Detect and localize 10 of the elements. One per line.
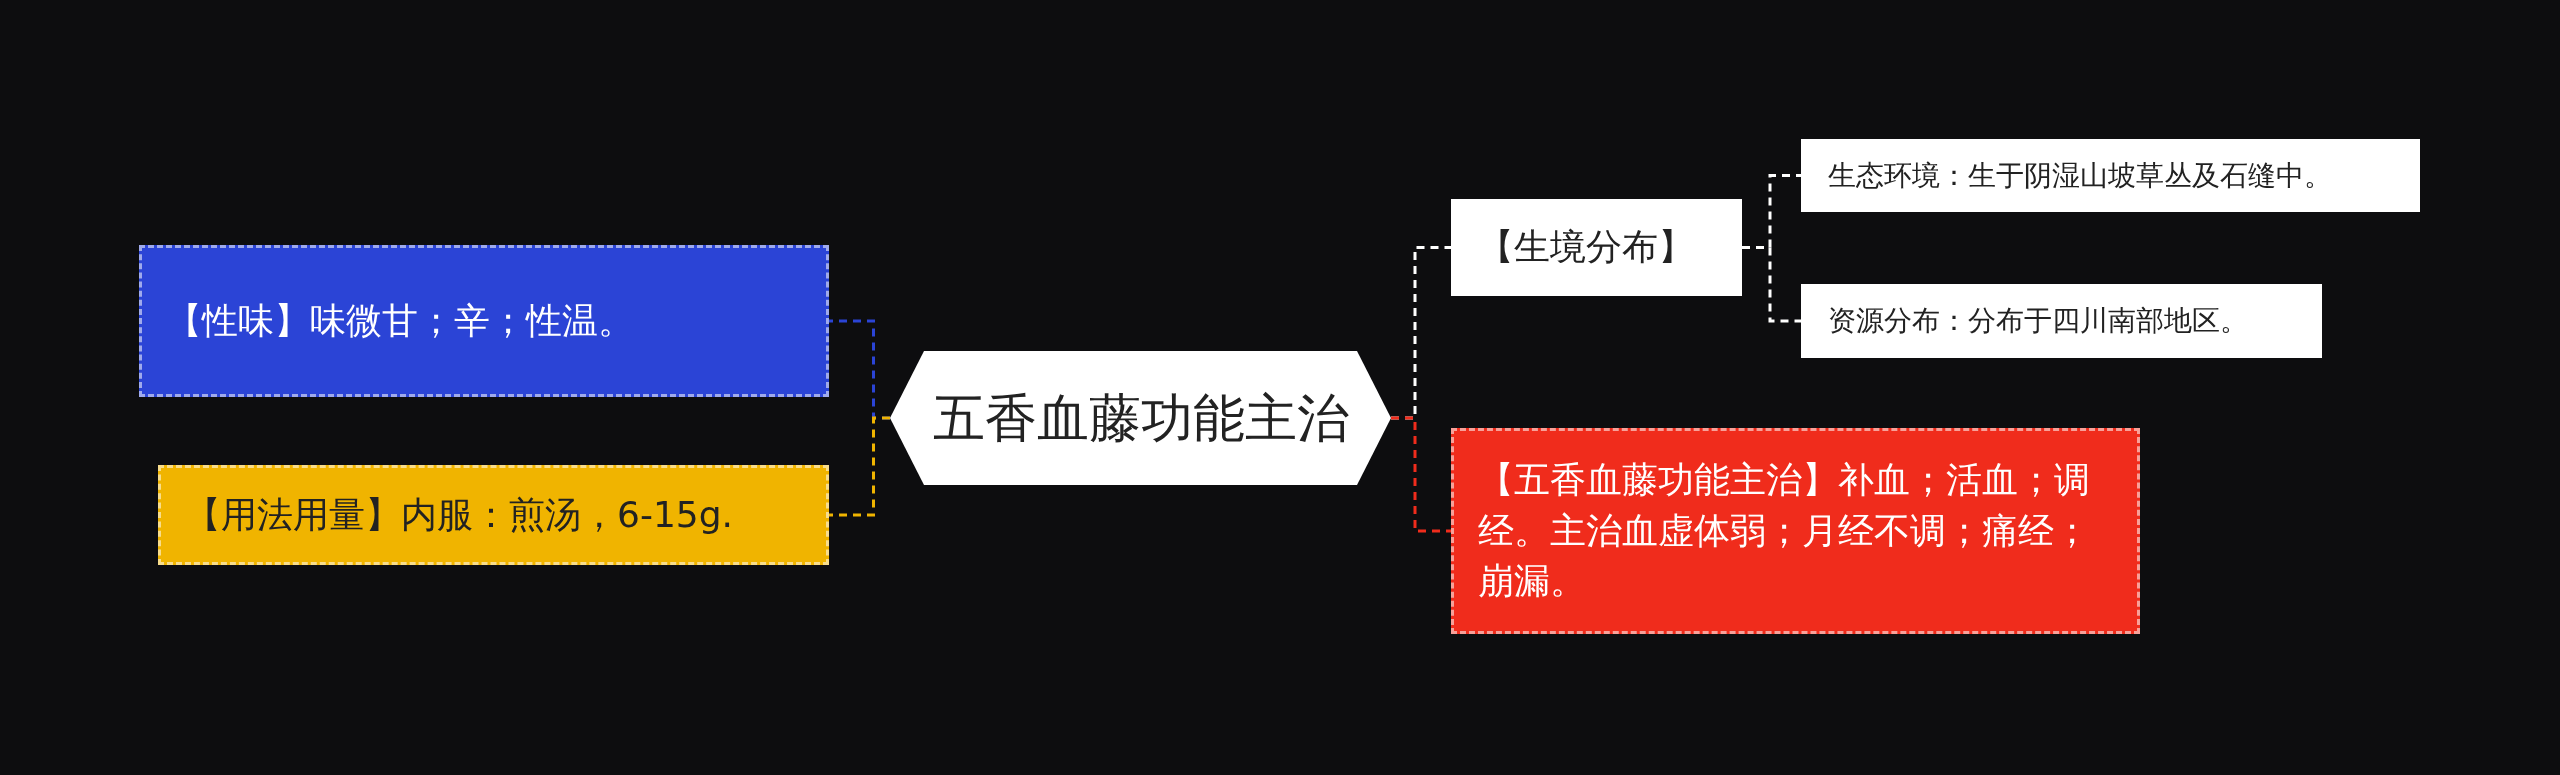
subtopic-box: 资源分布：分布于四川南部地区。: [1801, 284, 2322, 358]
connector-line: [1391, 416, 1451, 533]
topic-hexagon: 五香血藤功能主治: [890, 351, 1391, 485]
subtopic-box: 生态环境：生于阴湿山坡草丛及石缝中。: [1801, 139, 2420, 212]
topic-box: 【性味】味微甘；辛；性温。: [139, 245, 829, 397]
connector-line: [1742, 246, 1801, 323]
connector-line: [829, 416, 890, 517]
topic-box: 【用法用量】内服：煎汤，6-15g.: [158, 465, 829, 565]
topic-box: 【五香血藤功能主治】补血；活血；调经。主治血虚体弱；月经不调；痛经；崩漏。: [1451, 428, 2140, 634]
topic-box: 【生境分布】: [1451, 199, 1742, 296]
